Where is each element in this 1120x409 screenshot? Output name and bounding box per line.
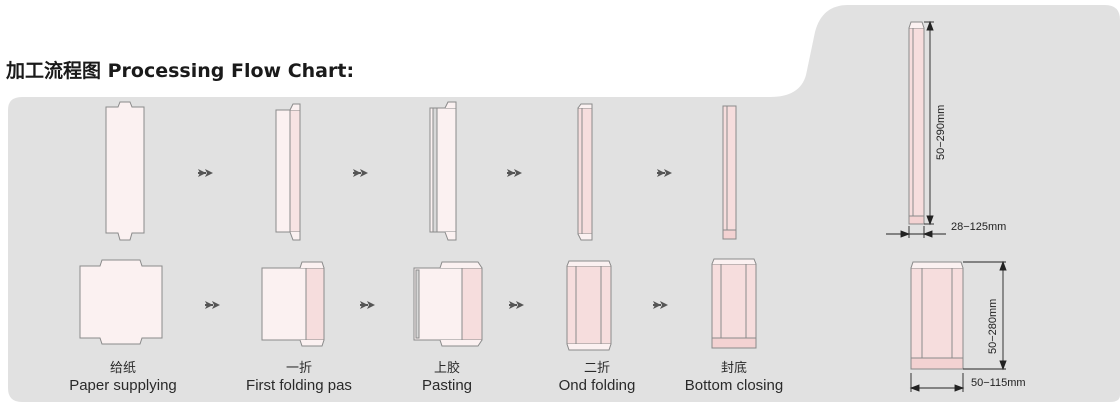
step3-bottom-paste-shape [413,261,483,347]
arrow-right-icon [353,169,368,177]
step2-top-fold-shape [275,103,301,241]
step4-top-fold-shape [577,103,593,241]
step-label-en: Bottom closing [684,377,784,394]
step-label-en: Pasting [421,377,473,394]
step-label-first-folding: 一折 First folding pas [234,362,364,393]
dimension-top-envelope [908,21,925,225]
step2-bottom-fold-shape [261,261,325,347]
step-label-cn: 上胶 [433,361,460,376]
arrow-right-icon [198,169,213,177]
step-label-en: Ond folding [558,377,636,394]
bottom-height-dimension: 50−280mm [987,298,999,354]
top-height-dimension: 50−290mm [935,104,947,160]
top-width-dimension: 28−125mm [951,221,1007,233]
step-label-cn: 给纸 [109,361,136,376]
step3-top-paste-shape [429,101,457,241]
step5-top-close-shape [722,105,737,240]
step-label-en: Paper supplying [69,377,177,394]
page-title: 加工流程图 Processing Flow Chart: [6,60,355,82]
arrow-right-icon [657,169,672,177]
arrow-right-icon [507,169,522,177]
step-label-cn: 一折 [285,361,312,376]
step-label-cn: 封底 [720,361,747,376]
bottom-width-dimension: 50−115mm [971,377,1026,389]
step-label-en: First folding pas [246,377,352,394]
arrow-right-icon [205,301,220,309]
arrow-right-icon [360,301,375,309]
step-label-second-folding: 二折 Ond folding [550,362,644,393]
step-label-paper-supplying: 给纸 Paper supplying [60,362,186,393]
arrow-right-icon [509,301,524,309]
step5-bottom-close-shape [711,258,757,349]
step4-bottom-fold-shape [566,260,612,351]
step-label-cn: 二折 [583,361,610,376]
step1-bottom-paper-shape [79,259,163,345]
dimension-bottom-envelope [910,261,964,370]
step-label-pasting: 上胶 Pasting [412,362,482,393]
arrow-right-icon [653,301,668,309]
dimension-lines [886,20,1007,392]
step-label-bottom-closing: 封底 Bottom closing [680,362,788,393]
step1-top-paper-shape [105,101,145,241]
